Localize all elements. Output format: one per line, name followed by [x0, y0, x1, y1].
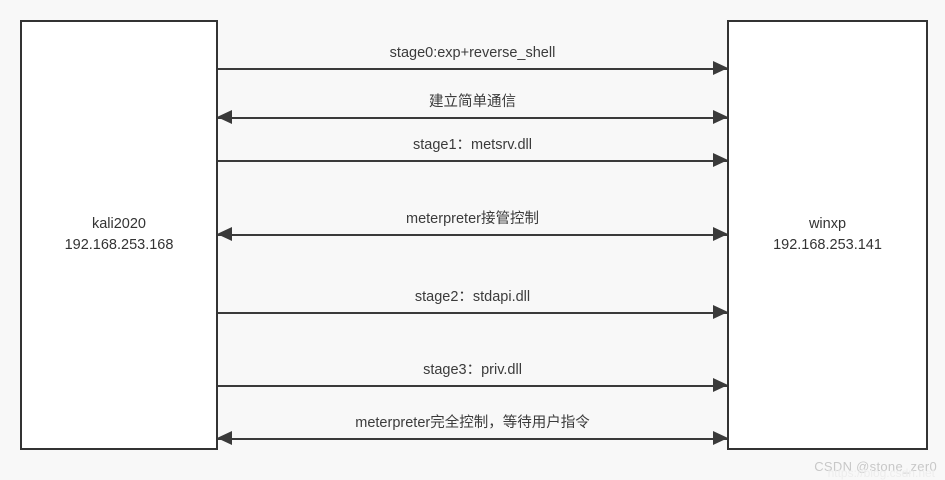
arrow-head-right-icon	[713, 110, 728, 124]
message-label: 建立简单通信	[429, 93, 516, 110]
arrow-head-left-icon	[217, 227, 232, 241]
message-line	[218, 160, 727, 162]
actor-box-winxp: winxp 192.168.253.141	[727, 20, 928, 450]
actor-kali-address: 192.168.253.168	[64, 237, 174, 253]
message-label: stage1：metsrv.dll	[413, 136, 532, 153]
actor-winxp-address: 192.168.253.141	[773, 237, 882, 253]
actor-winxp-name: winxp	[808, 215, 847, 232]
arrow-head-right-icon	[713, 153, 728, 167]
message-line	[218, 117, 727, 119]
watermark-url-ghost: https://blog.csdn.net	[827, 466, 935, 480]
message-label: stage3：priv.dll	[423, 361, 522, 378]
watermark: https://blog.csdn.net CSDN @stone_zer0	[814, 459, 937, 480]
arrow-head-left-icon	[217, 431, 232, 445]
actor-box-kali: kali2020 192.168.253.168	[20, 20, 218, 450]
arrow-head-right-icon	[713, 61, 728, 75]
watermark-text: CSDN @stone_zer0	[814, 459, 937, 474]
arrow-head-right-icon	[713, 378, 728, 392]
message-label: meterpreter接管控制	[406, 210, 539, 227]
message-line	[218, 438, 727, 440]
message-line	[218, 385, 727, 387]
message-line	[218, 68, 727, 70]
arrow-head-right-icon	[713, 305, 728, 319]
arrow-head-right-icon	[713, 227, 728, 241]
message-label: meterpreter完全控制，等待用户指令	[355, 414, 590, 431]
arrow-head-left-icon	[217, 110, 232, 124]
message-label: stage0:exp+reverse_shell	[389, 44, 556, 61]
actor-kali-name: kali2020	[91, 215, 146, 232]
message-line	[218, 312, 727, 314]
message-line	[218, 234, 727, 236]
arrow-head-right-icon	[713, 431, 728, 445]
message-label: stage2：stdapi.dll	[414, 288, 531, 305]
